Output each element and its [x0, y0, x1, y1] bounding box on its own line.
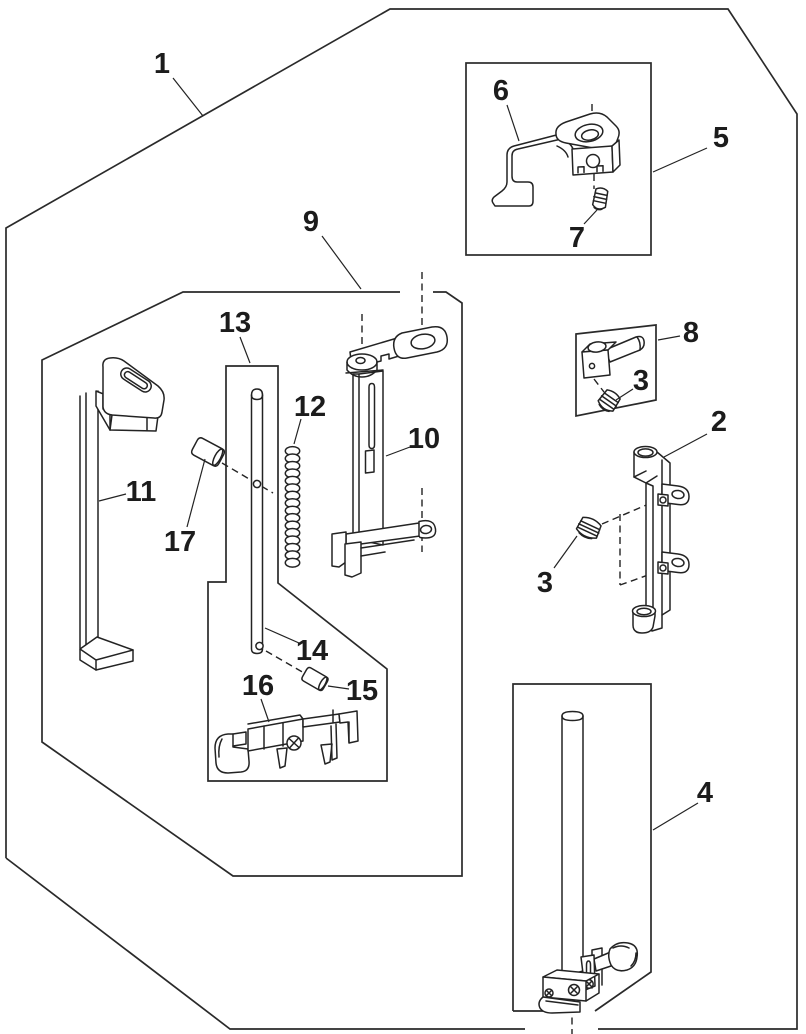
part16-clamp: [214, 733, 250, 774]
part10-left-plate-2: [344, 541, 362, 578]
part-7-set-screw: [591, 187, 609, 211]
part10-slot: [368, 382, 376, 450]
callout-9-label: 9: [303, 206, 319, 238]
callout-10-label: 10: [408, 423, 440, 455]
part16-fork-right: [320, 743, 333, 765]
part14-hole-mid: [252, 479, 262, 489]
part-17-pin: [190, 437, 226, 467]
part10-left-plate-1: [331, 531, 347, 568]
screw3-axis-upper-lug: [601, 502, 652, 525]
part10-right-hole: [410, 333, 436, 350]
part-12-spring: [284, 445, 301, 568]
centerlines: [221, 104, 652, 1034]
screw3a-axis: [593, 378, 605, 393]
part8-pin: [604, 335, 645, 363]
callout-3-leader: [553, 535, 578, 569]
callout-13-leader: [239, 336, 251, 364]
part-8-clamp-pin: [581, 335, 645, 379]
callout-11-label: 11: [126, 476, 157, 508]
spring-coil: [284, 557, 301, 568]
callout-12-leader: [293, 418, 302, 445]
pin17-axis: [221, 462, 274, 494]
callout-4-leader: [652, 802, 699, 831]
part11-bar: [79, 390, 99, 651]
callout-2-leader: [663, 433, 708, 458]
callout-15-label: 15: [346, 675, 378, 707]
callout-5-leader: [652, 147, 708, 173]
part11-foot: [79, 636, 134, 671]
part8-bore: [587, 341, 607, 353]
callout-15-leader: [327, 685, 350, 690]
callout-7-label: 7: [569, 222, 585, 254]
pin15-axis: [265, 650, 305, 674]
callout-17-label: 17: [164, 526, 196, 558]
outer-boundary: [5, 8, 798, 1030]
callout-1-label: 1: [154, 48, 170, 80]
part-15-pin: [301, 666, 329, 692]
part8-block-front: [581, 349, 611, 379]
callout-5-label: 5: [713, 122, 729, 154]
callout-9-leader: [321, 235, 362, 290]
part14-rod-body: [250, 388, 264, 655]
callout-6-leader: [506, 104, 520, 142]
part14-hole-bottom: [255, 641, 264, 651]
callout-8-label: 8: [683, 317, 699, 349]
part-4-presser-bar: [538, 710, 639, 1014]
part-10-lifter-link: [331, 325, 449, 578]
box-5: [465, 62, 652, 256]
callout-10-leader: [385, 446, 411, 457]
part16-right-arm: [302, 713, 341, 728]
callout-4-label: 4: [697, 777, 713, 809]
part4-knob: [607, 941, 639, 972]
callout-3-label: 3: [633, 365, 649, 397]
callout-12-label: 12: [294, 391, 326, 423]
callout-17-leader: [186, 458, 206, 528]
part-6-guide-bracket: [491, 131, 575, 207]
callout-8-leader: [657, 335, 681, 341]
part5-side-face: [611, 139, 621, 173]
callout-14-label: 14: [296, 635, 328, 667]
callout-3-leader: [615, 388, 634, 401]
part10-lower-opening: [364, 449, 375, 474]
part11-slot: [120, 367, 152, 393]
box-13-16: [207, 365, 388, 782]
callout-6-label: 6: [493, 75, 509, 107]
callout-3-label: 3: [537, 567, 553, 599]
callout-2-label: 2: [711, 406, 727, 438]
callout-11-leader: [98, 493, 127, 502]
part4-rod: [561, 710, 584, 978]
part-5-support-block: [555, 112, 621, 176]
part-3-set-screw-lower: [575, 516, 602, 540]
callout-14-leader: [264, 627, 300, 644]
callout-16-leader: [260, 698, 270, 723]
callout-13-label: 13: [219, 307, 251, 339]
part-16-foot-holder: [214, 709, 359, 774]
box-9: [41, 291, 463, 877]
part11-head: [102, 357, 165, 419]
part16-fork-left: [276, 747, 288, 769]
part-2-guide-bracket: [631, 445, 690, 634]
box-8: [575, 324, 657, 418]
part-11-lifter-bracket: [79, 357, 165, 671]
part5-front-hole: [585, 153, 601, 169]
callout-7-leader: [583, 209, 598, 225]
part-14-rod: [250, 388, 264, 655]
callout-1-leader: [172, 77, 204, 117]
part-3-set-screw-upper: [597, 389, 621, 413]
callout-16-label: 16: [242, 670, 274, 702]
